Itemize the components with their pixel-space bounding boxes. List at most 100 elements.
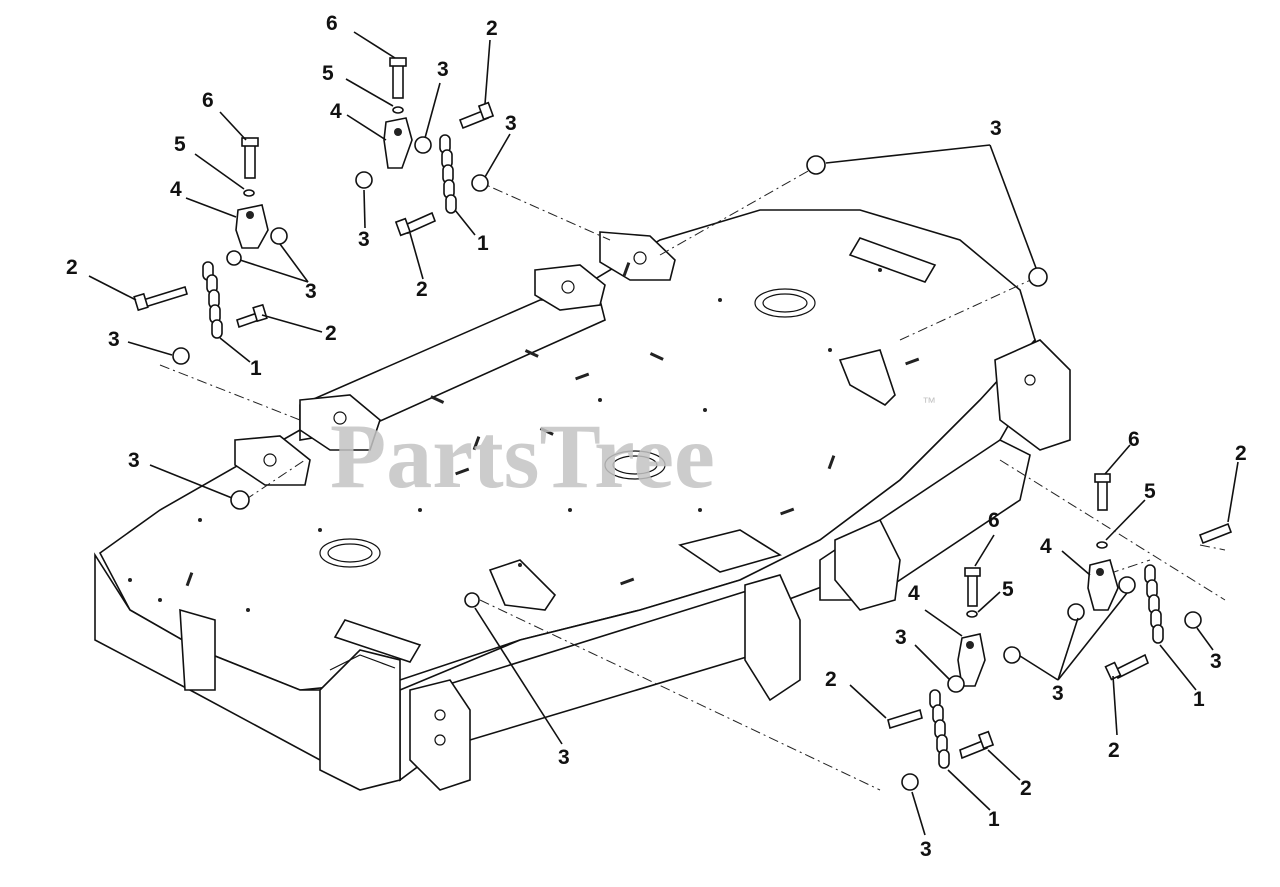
callout-3: 3: [437, 58, 449, 81]
callout-2: 2: [1108, 739, 1120, 762]
bracket-right-lower: [834, 518, 901, 611]
clevis-bracket-4: [235, 204, 269, 249]
spindle-opening-rear: [754, 288, 816, 318]
nut-3: [270, 227, 288, 245]
watermark-trademark: ™: [922, 394, 936, 410]
bracket-front-right: [744, 574, 801, 702]
callout-3: 3: [128, 449, 140, 472]
bolt-2: [959, 738, 988, 760]
nut-3: [806, 155, 826, 175]
watermark: PartsTree ™: [330, 394, 936, 507]
bolt-6: [392, 61, 404, 99]
bolt-2: [887, 708, 923, 730]
bracket-center-pivot: [488, 559, 557, 611]
deck-decal-rear: [848, 237, 937, 283]
clevis-bracket-4: [383, 117, 413, 169]
bracket-rear-left: [299, 394, 381, 451]
washer-5: [392, 106, 404, 114]
bolt-6: [244, 141, 256, 179]
hardware-far-right-cluster: [1067, 473, 1233, 681]
nut-3: [464, 592, 480, 608]
nut-3: [172, 347, 190, 365]
discharge-chute: [319, 649, 401, 791]
washer-5: [1096, 541, 1108, 549]
deck-decal-front: [333, 619, 422, 663]
bolt-2: [1198, 522, 1233, 545]
callout-5: 5: [1002, 578, 1014, 601]
callout-6: 6: [988, 509, 1000, 532]
callout-2: 2: [66, 256, 78, 279]
nut-3: [1184, 611, 1202, 629]
hardware-left-cluster: [133, 137, 288, 365]
callout-3: 3: [358, 228, 370, 251]
chain-1: [1144, 564, 1164, 644]
nut-3: [471, 174, 489, 192]
callout-5: 5: [174, 133, 186, 156]
callout-2: 2: [325, 322, 337, 345]
callout-3: 3: [108, 328, 120, 351]
callout-2: 2: [1020, 777, 1032, 800]
callout-4: 4: [330, 100, 342, 123]
clevis-bracket-4: [957, 633, 986, 687]
leader-lines: [88, 31, 1239, 836]
callout-labels: 6 5 4 3 2 3 3 1 2 6 5 4 3 2 2 3 1 3 3 3 …: [66, 12, 1247, 861]
nut-3: [947, 675, 965, 693]
nut-3: [1028, 267, 1048, 287]
callout-3: 3: [558, 746, 570, 769]
nut-3: [230, 490, 250, 510]
deck-left-rail: [299, 299, 606, 441]
callout-3: 3: [1210, 650, 1222, 673]
hardware-right-nuts: [230, 155, 1048, 608]
callout-3: 3: [305, 280, 317, 303]
callout-1: 1: [1193, 688, 1205, 711]
callout-6: 6: [202, 89, 214, 112]
nut-3: [355, 171, 373, 189]
nut-3: [1067, 603, 1085, 621]
bolt-6-head: [241, 137, 259, 147]
bracket-right-pivot: [838, 349, 896, 406]
deck-slots: [128, 262, 920, 612]
callout-5: 5: [322, 62, 334, 85]
nut-3: [1118, 576, 1136, 594]
spindle-opening-center: [604, 450, 666, 480]
bracket-rear-center: [534, 264, 606, 311]
bracket-right-upper: [994, 339, 1071, 451]
nut-3: [414, 136, 432, 154]
bracket-rear-right: [599, 231, 676, 281]
callout-2: 2: [416, 278, 428, 301]
nut-3: [1003, 646, 1021, 664]
callout-4: 4: [908, 582, 920, 605]
bracket-front-left: [234, 435, 311, 486]
mower-deck: [94, 209, 1071, 791]
clevis-bracket-4: [1087, 559, 1119, 611]
callout-1: 1: [988, 808, 1000, 831]
chain-1: [929, 689, 950, 769]
callout-3: 3: [895, 626, 907, 649]
assembly-lines: [159, 169, 1226, 791]
callout-6: 6: [1128, 428, 1140, 451]
chain-1: [439, 134, 457, 214]
callout-1: 1: [477, 232, 489, 255]
callout-1: 1: [250, 357, 262, 380]
callout-6: 6: [326, 12, 338, 35]
washer-5: [966, 610, 978, 618]
bolt-6: [967, 571, 978, 607]
bolt-2: [142, 285, 188, 309]
nut-3: [901, 773, 919, 791]
deck-plate-square: [678, 529, 782, 573]
chain-1: [202, 261, 223, 339]
callout-2: 2: [486, 17, 498, 40]
callout-3: 3: [505, 112, 517, 135]
callout-3: 3: [990, 117, 1002, 140]
deck-skirt-block: [179, 608, 216, 691]
watermark-text: PartsTree: [330, 405, 715, 507]
callout-5: 5: [1144, 480, 1156, 503]
callout-2: 2: [1235, 442, 1247, 465]
callout-4: 4: [170, 178, 182, 201]
hardware-bottom-right-cluster: [887, 567, 1021, 791]
hardware-top-cluster: [355, 57, 495, 237]
nut-3: [226, 250, 242, 266]
callout-2: 2: [825, 668, 837, 691]
spindle-opening-front: [319, 538, 381, 568]
